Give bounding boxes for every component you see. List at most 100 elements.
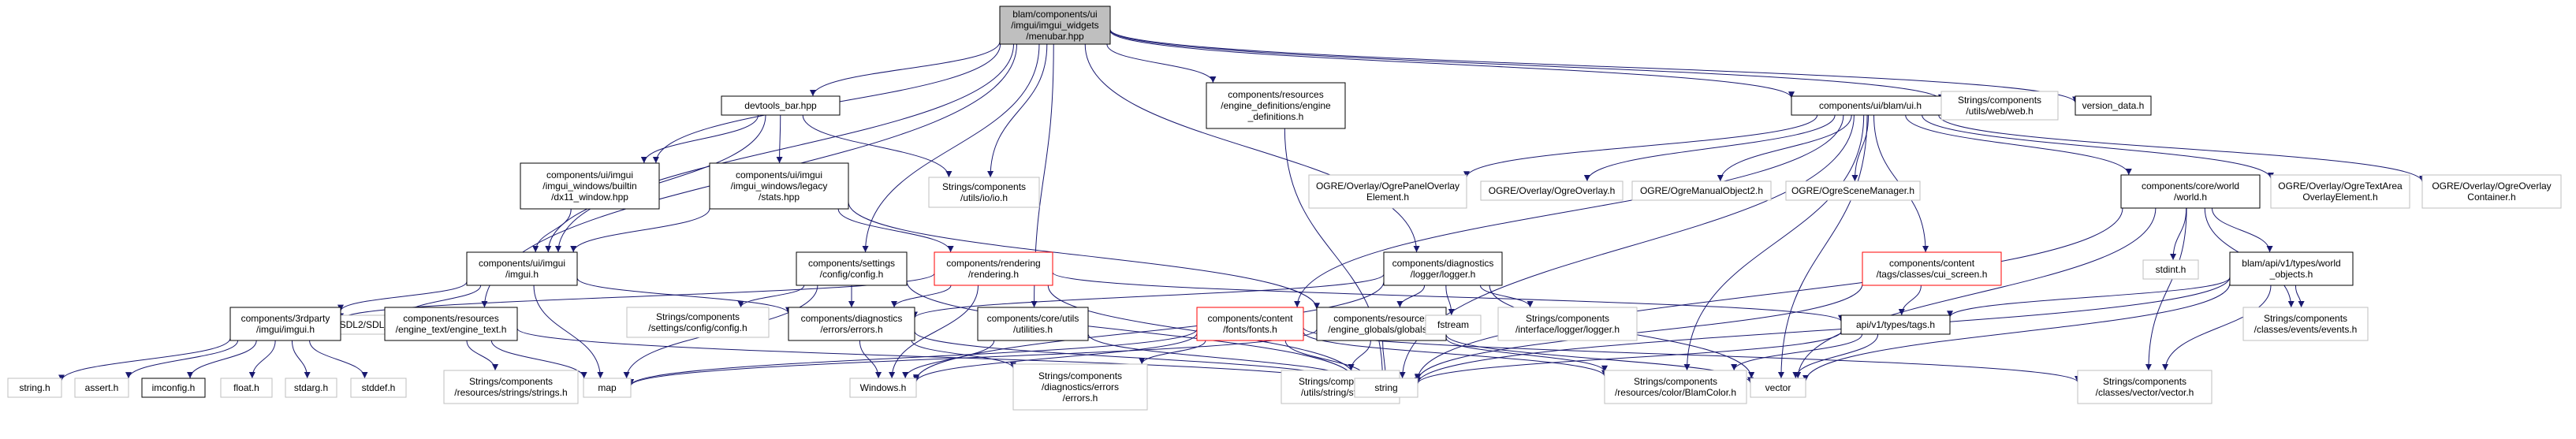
node-iolio[interactable]: Strings/components/utils/io/io.h	[928, 177, 1040, 208]
node-tags[interactable]: api/v1/types/tags.h	[1840, 314, 1951, 335]
node-ogrescene[interactable]: OGRE/OgreSceneManager.h	[1785, 180, 1921, 201]
node-devtools[interactable]: devtools_bar.hpp	[721, 95, 841, 116]
edge-worldobjects-to-strevents	[2295, 285, 2305, 308]
edge-worldobjects-to-strvector	[2162, 285, 2272, 371]
node-thirdimgui[interactable]: components/3rdparty/imgui/imgui.h	[229, 307, 341, 341]
node-label-line: components/3rdparty	[241, 313, 330, 324]
node-dx11[interactable]: components/ui/imgui/imgui_windows/builti…	[520, 162, 660, 210]
node-worldobjects[interactable]: blam/api/v1/types/world_objects.h	[2229, 251, 2354, 286]
node-enginetext[interactable]: components/resources/engine_text/engine_…	[384, 307, 518, 341]
node-stats[interactable]: components/ui/imgui/imgui_windows/legacy…	[709, 162, 849, 210]
node-imconfig[interactable]: imconfig.h	[141, 378, 206, 398]
node-label-line: OGRE/OgreManualObject2.h	[1640, 185, 1763, 196]
node-map[interactable]: map	[583, 378, 632, 398]
edge-root-to-imgui	[554, 43, 1014, 253]
edge-root-to-ui	[1109, 30, 1795, 99]
node-box	[1012, 363, 1148, 411]
node-floath[interactable]: float.h	[220, 378, 273, 398]
node-label-line: /classes/events/events.h	[2254, 324, 2358, 335]
node-label-line: _objects.h	[2269, 269, 2313, 280]
node-box	[2142, 259, 2199, 280]
node-ogremanual[interactable]: OGRE/OgreManualObject2.h	[1631, 180, 1772, 201]
node-ui[interactable]: components/ui/blam/ui.h	[1791, 95, 1950, 116]
node-enginedef[interactable]: components/resources/engine_definitions/…	[1206, 82, 1346, 129]
node-box	[229, 307, 341, 341]
node-fonts[interactable]: components/content/fonts/fonts.h	[1196, 307, 1304, 341]
node-box	[2075, 95, 2152, 116]
node-label-line: /resources/color/BlamColor.h	[1615, 387, 1736, 398]
node-web[interactable]: Strings/components/utils/web/web.h	[1940, 91, 2059, 121]
node-cuiscreen[interactable]: components/content/tags/classes/cui_scre…	[1862, 251, 2002, 286]
node-strerrors[interactable]: Strings/components/diagnostics/errors/er…	[1012, 363, 1148, 411]
node-root[interactable]: blam/components/ui/imgui/imgui_widgets/m…	[999, 6, 1111, 45]
node-ogretextarea[interactable]: OGRE/Overlay/OgreTextAreaOverlayElement.…	[2270, 174, 2410, 209]
node-strconfig[interactable]: Strings/components/settings/config/confi…	[626, 307, 770, 338]
node-label-line: OGRE/Overlay/OgreTextArea	[2278, 180, 2403, 192]
node-label-line: vector	[1765, 382, 1791, 393]
node-vector[interactable]: vector	[1750, 378, 1806, 398]
node-imgui[interactable]: components/ui/imgui/imgui.h	[466, 251, 578, 286]
node-logger[interactable]: components/diagnostics/logger/logger.h	[1383, 251, 1503, 286]
node-label-line: assert.h	[85, 382, 119, 393]
node-label-line: Strings/components	[1038, 370, 1122, 381]
node-label-line: /resources/strings/strings.h	[454, 387, 567, 398]
node-strevents[interactable]: Strings/components/classes/events/events…	[2242, 307, 2369, 341]
node-stringh[interactable]: string.h	[7, 378, 62, 398]
node-blamcolor[interactable]: Strings/components/resources/color/BlamC…	[1604, 370, 1747, 404]
node-box	[443, 370, 579, 404]
node-label-line: /imgui_windows/legacy	[731, 180, 828, 192]
node-world[interactable]: components/core/world/world.h	[2120, 174, 2261, 209]
edge-root-to-web	[1109, 29, 1944, 101]
node-label-line: string.h	[19, 382, 50, 393]
node-label-line: /settings/config/config.h	[648, 322, 747, 333]
node-label-line: /menubar.hpp	[1026, 31, 1084, 42]
node-box	[788, 307, 915, 341]
node-label-line: /engine_globals/globals.h	[1328, 324, 1434, 335]
node-box	[466, 251, 578, 286]
node-strvector[interactable]: Strings/components/classes/vector/vector…	[2077, 370, 2213, 404]
node-box	[2120, 174, 2261, 209]
edge-stats-to-rendering	[837, 208, 954, 253]
node-label-line: components/ui/imgui	[479, 258, 565, 269]
node-rendering[interactable]: components/rendering/rendering.h	[934, 251, 1053, 286]
node-globals[interactable]: components/resources/engine_globals/glob…	[1316, 307, 1447, 341]
node-box	[1480, 180, 1624, 201]
edge-thirdimgui-to-stringh	[58, 337, 231, 381]
node-stdargh[interactable]: stdarg.h	[285, 378, 337, 398]
node-string[interactable]: string	[1354, 378, 1418, 398]
edge-fonts-to-windows	[913, 333, 1198, 382]
node-strstrings[interactable]: Strings/components/resources/strings/str…	[443, 370, 579, 404]
node-fstream[interactable]: fstream	[1425, 314, 1482, 335]
node-label-line: /utilities.h	[1013, 324, 1053, 335]
node-windows[interactable]: Windows.h	[849, 378, 917, 398]
edge-ui-to-ogretextarea	[1922, 114, 2274, 180]
node-strlogger[interactable]: Strings/components/interface/logger/logg…	[1497, 307, 1638, 341]
node-ogreoverlay[interactable]: OGRE/Overlay/OgreOverlay.h	[1480, 180, 1624, 201]
nodes-layer: blam/components/ui/imgui/imgui_widgets/m…	[7, 6, 2562, 411]
node-label-line: /utils/io/io.h	[960, 192, 1008, 203]
node-label-line: float.h	[233, 382, 259, 393]
node-settings[interactable]: components/settings/config/config.h	[796, 251, 908, 286]
node-label-line: /config/config.h	[820, 269, 884, 280]
node-label-line: imconfig.h	[152, 382, 196, 393]
node-stddefh[interactable]: stddef.h	[350, 378, 407, 398]
node-label-line: stddef.h	[362, 382, 396, 393]
edge-stats-to-imgui	[570, 208, 710, 253]
node-stdint[interactable]: stdint.h	[2142, 259, 2199, 280]
node-label-line: components/resources	[1228, 89, 1323, 100]
node-label-line: /classes/vector/vector.h	[2096, 387, 2194, 398]
node-label-line: Strings/components	[469, 376, 553, 387]
node-errors[interactable]: components/diagnostics/errors/errors.h	[788, 307, 915, 341]
node-asserth[interactable]: assert.h	[74, 378, 129, 398]
node-label-line: Strings/components	[2264, 313, 2347, 324]
node-utilities[interactable]: components/core/utils/utilities.h	[977, 307, 1089, 341]
edge-root-to-logger	[1084, 43, 1420, 253]
edge-devtools-to-dx11	[640, 114, 759, 164]
node-version[interactable]: version_data.h	[2075, 95, 2152, 116]
node-box	[1497, 307, 1638, 341]
node-label-line: components/ui/imgui	[546, 169, 633, 180]
edge-root-to-iolio	[987, 43, 1048, 178]
